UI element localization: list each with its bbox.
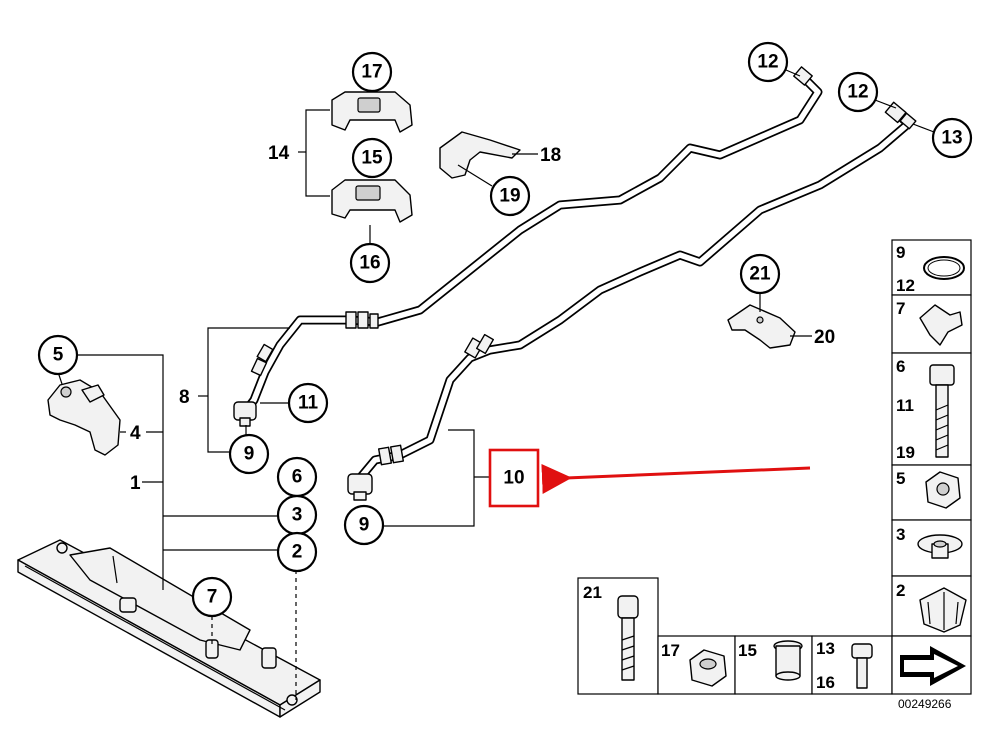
- side-row3-b: 11: [896, 396, 914, 415]
- callout-7-text: 7: [207, 587, 218, 608]
- callout-9-upper: 9: [228, 433, 270, 475]
- label-14: 14: [268, 143, 290, 164]
- side-row2-a: 7: [896, 299, 905, 318]
- callout-21: 21: [739, 253, 781, 295]
- side-row6-a: 2: [896, 581, 905, 600]
- callout-19-text: 19: [499, 186, 520, 207]
- callout-3: 3: [276, 494, 318, 536]
- callout-16: 16: [349, 242, 391, 284]
- side-parts-panel: 9 12 7 6 11 19 5 3 2: [891, 239, 972, 637]
- label-10: 10: [503, 468, 524, 489]
- label-4: 4: [130, 423, 141, 444]
- callout-17-text: 17: [361, 62, 382, 83]
- red-arrow: [541, 463, 811, 494]
- callout-5-text: 5: [53, 345, 64, 366]
- callout-12-right: 12: [837, 71, 879, 113]
- diagram-code: 00249266: [898, 697, 952, 711]
- callout-9-lower: 9: [343, 504, 385, 546]
- side-row5-a: 3: [896, 525, 905, 544]
- label-20: 20: [814, 327, 835, 348]
- side-row1-b: 12: [896, 276, 915, 295]
- callout-13-text: 13: [941, 128, 962, 149]
- callout-9-lower-text: 9: [359, 515, 370, 536]
- bottom-label-16: 16: [816, 673, 835, 692]
- label-8: 8: [179, 387, 190, 408]
- callout-2: 2: [276, 531, 318, 573]
- callout-21-text: 21: [749, 264, 771, 285]
- bracket-clip-upper: [331, 91, 413, 133]
- leader-lines: [57, 69, 935, 700]
- oil-line-lower: [355, 109, 913, 483]
- callout-11: 11: [287, 382, 329, 424]
- callout-3-text: 3: [292, 505, 303, 526]
- side-row3-c: 19: [896, 443, 915, 462]
- callout-12-left: 12: [747, 41, 789, 83]
- side-row1-a: 9: [896, 243, 905, 262]
- oil-line-upper: [240, 73, 823, 417]
- label-1: 1: [130, 473, 141, 494]
- callout-12-left-text: 12: [757, 52, 778, 73]
- highlight-10: 10: [488, 448, 540, 508]
- bottom-label-15: 15: [738, 641, 757, 660]
- callout-7: 7: [191, 576, 233, 618]
- pipe-fittings: [233, 66, 917, 501]
- bracket-18: [439, 131, 521, 179]
- callout-6-text: 6: [292, 467, 303, 488]
- bottom-label-13: 13: [816, 639, 835, 658]
- bracket-20: [727, 304, 796, 349]
- callout-9-upper-text: 9: [244, 444, 255, 465]
- callout-12-right-text: 12: [847, 82, 868, 103]
- callout-15: 15: [351, 137, 393, 179]
- callout-6: 6: [276, 456, 318, 498]
- bracket-clip-lower: [331, 179, 413, 223]
- bottom-label-21: 21: [583, 583, 602, 602]
- mount-bracket-4: [47, 379, 121, 456]
- bottom-label-17: 17: [661, 641, 680, 660]
- side-row4-a: 5: [896, 469, 905, 488]
- callout-17: 17: [351, 51, 393, 93]
- oil-cooler: [17, 539, 321, 718]
- side-row3-a: 6: [896, 357, 905, 376]
- callout-13: 13: [931, 117, 973, 159]
- callout-19: 19: [489, 175, 531, 217]
- callout-5: 5: [37, 334, 79, 376]
- label-18: 18: [540, 145, 561, 166]
- callout-15-text: 15: [361, 148, 383, 169]
- callout-16-text: 16: [359, 253, 380, 274]
- callout-2-text: 2: [292, 542, 303, 563]
- bottom-parts-panel: 21 17 15 13 16: [577, 577, 972, 695]
- callout-11-text: 11: [298, 393, 319, 414]
